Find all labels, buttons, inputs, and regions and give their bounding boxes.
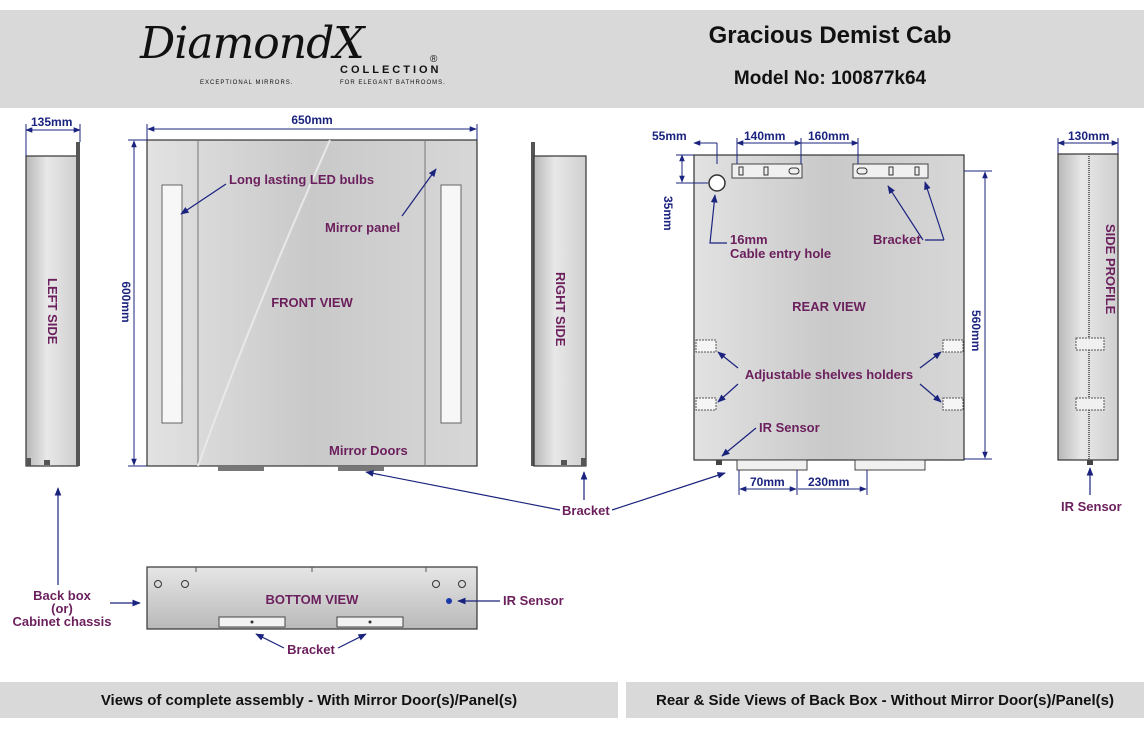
dim-rear-height: 560mm [969,310,983,351]
shelves-holders-label: Adjustable shelves holders [745,367,913,382]
back-box-label: Back box [33,588,92,603]
dim-front-height: 600mm [119,281,133,322]
dim-left-depth: 135mm [31,115,72,129]
rear-view [693,154,965,471]
led-bulbs-label: Long lasting LED bulbs [229,172,374,187]
dim-bottom-bracket-1: 70mm [750,475,785,489]
dim-bottom-bracket-2: 230mm [808,475,849,489]
ir-sensor-bottom-label: IR Sensor [503,593,564,608]
front-view [146,139,478,471]
dim-rear-offset-y: 35mm [661,196,675,231]
side-profile-label: SIDE PROFILE [1103,224,1118,315]
right-side-view [531,142,587,467]
cable-hole-label: Cable entry hole [730,246,831,261]
left-side-label: LEFT SIDE [45,278,60,345]
mirror-panel-label: Mirror panel [325,220,400,235]
bracket-main-label: Bracket [562,503,610,518]
cabinet-chassis-label: Cabinet chassis [13,614,112,629]
model-number: Model No: 100877k64 [733,68,927,89]
rear-bracket-label: Bracket [873,232,921,247]
dim-rear-bracket-2: 160mm [808,129,849,143]
logo-registered-mark: ® [430,54,438,65]
logo-tagline-right: FOR ELEGANT BATHROOMS. [340,80,446,86]
logo-tagline-left: EXCEPTIONAL MIRRORS. [200,80,294,86]
dim-side-depth: 130mm [1068,129,1109,143]
logo-script-text: DiamondX [140,18,365,69]
header-band [0,10,1144,108]
footer-assembly-caption: Views of complete assembly - With Mirror… [0,682,618,718]
right-side-label: RIGHT SIDE [553,272,568,347]
rear-view-label: REAR VIEW [792,299,866,314]
left-side-view [25,142,80,467]
cable-hole-size-label: 16mm [730,232,768,247]
ir-sensor-rear-label: IR Sensor [759,420,820,435]
ir-sensor-side-label: IR Sensor [1061,499,1122,514]
bottom-view-label: BOTTOM VIEW [266,592,360,607]
brand-logo: DiamondX COLLECTION ® EXCEPTIONAL MIRROR… [140,18,460,98]
dim-rear-offset-x: 55mm [652,129,687,143]
back-box-or-label: (or) [51,601,73,616]
product-title: Gracious Demist Cab [708,22,952,49]
bottom-view [146,566,478,630]
dim-rear-bracket-1: 140mm [744,129,785,143]
front-view-label: FRONT VIEW [271,295,353,310]
mirror-doors-label: Mirror Doors [329,443,408,458]
side-profile-view [1057,153,1119,465]
bracket-bottom-label: Bracket [287,642,335,657]
logo-collection-text: COLLECTION [340,64,442,76]
footer-backbox-caption: Rear & Side Views of Back Box - Without … [626,682,1144,718]
dim-front-width: 650mm [291,113,332,127]
